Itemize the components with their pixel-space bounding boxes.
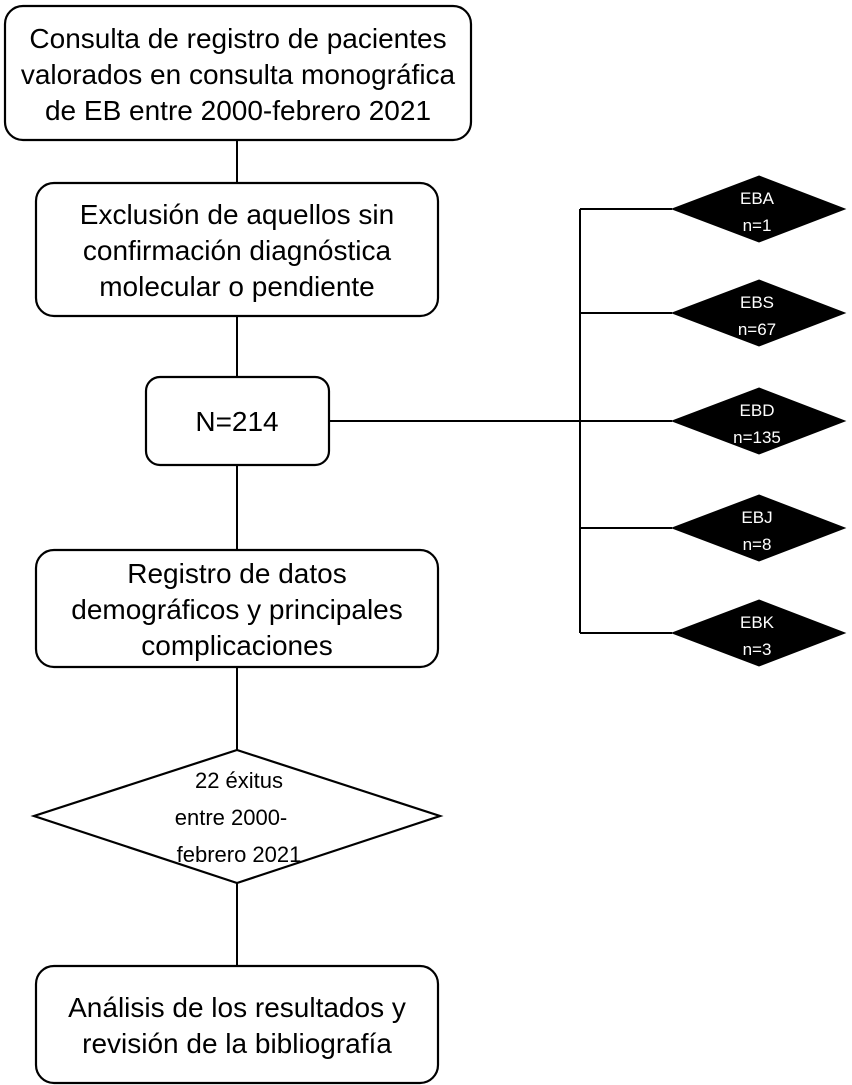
deaths-line-3: febrero 2021 [177,842,302,867]
step-exclusion-line-3: molecular o pendiente [99,271,375,302]
step-registro-line-3: complicaciones [141,630,332,661]
step-consulta-line-1: Consulta de registro de pacientes [29,23,446,54]
step-registro-box: Registro de datos demográficos y princip… [34,548,440,669]
deaths-diamond: 22 éxitus entre 2000- febrero 2021 [30,748,444,885]
total-count-box: N=214 [144,375,331,467]
subtype-ebs-name: EBS [740,293,774,312]
step-analisis-line-1: Análisis de los resultados y [68,992,406,1023]
total-count-label: N=214 [195,406,278,437]
step-registro-line-2: demográficos y principales [71,594,403,625]
subtype-ebd-diamond: EBD n=135 [670,387,847,455]
step-exclusion-line-1: Exclusión de aquellos sin [80,199,394,230]
subtype-ebs-count: n=67 [738,320,776,339]
step-consulta-line-2: valorados en consulta monográfica [21,59,456,90]
subtype-eba-name: EBA [740,189,775,208]
step-exclusion-box: Exclusión de aquellos sin confirmación d… [34,181,440,318]
subtype-eba-diamond: EBA n=1 [670,175,847,243]
subtype-ebk-name: EBK [740,613,775,632]
subtype-ebs-diamond: EBS n=67 [670,279,847,347]
subtype-ebd-name: EBD [740,401,775,420]
step-analisis-line-2: revisión de la bibliografía [82,1028,392,1059]
subtype-ebj-name: EBJ [741,508,772,527]
subtype-ebk-diamond: EBK n=3 [670,599,847,667]
subtype-ebk-count: n=3 [743,640,772,659]
step-analisis-box: Análisis de los resultados y revisión de… [34,964,440,1085]
subtype-eba-count: n=1 [743,216,772,235]
step-exclusion-line-2: confirmación diagnóstica [83,235,392,266]
step-consulta-line-3: de EB entre 2000-febrero 2021 [45,95,431,126]
deaths-line-2: entre 2000- [175,805,288,830]
deaths-line-1: 22 éxitus [195,768,283,793]
subtype-ebd-count: n=135 [733,428,781,447]
step-consulta-box: Consulta de registro de pacientes valora… [3,4,473,142]
subtype-ebj-diamond: EBJ n=8 [670,494,847,562]
step-registro-line-1: Registro de datos [127,558,346,589]
subtype-ebj-count: n=8 [743,535,772,554]
